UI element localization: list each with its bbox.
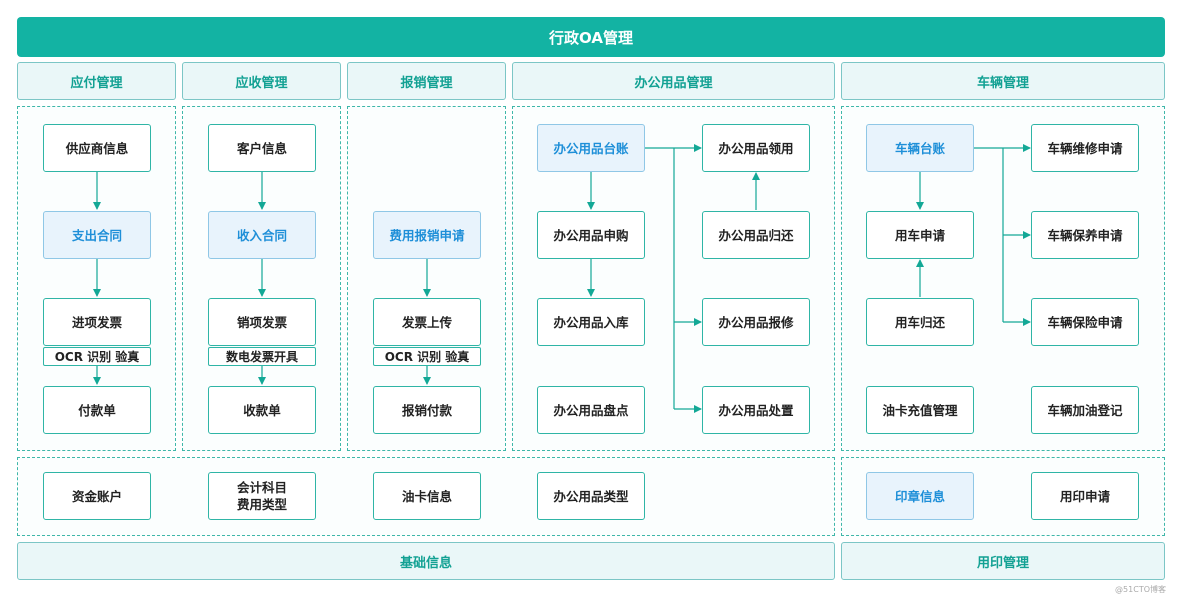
node-office-dispose[interactable]: 办公用品处置 [702,386,810,434]
node-payment-slip[interactable]: 付款单 [43,386,151,434]
node-vehicle-repair[interactable]: 车辆维修申请 [1031,124,1139,172]
node-office-ledger[interactable]: 办公用品台账 [537,124,645,172]
node-seal-apply[interactable]: 用印申请 [1031,472,1139,520]
node-fuel-card-recharge[interactable]: 油卡充值管理 [866,386,974,434]
footer-seal-management[interactable]: 用印管理 [841,542,1165,580]
node-vehicle-ledger[interactable]: 车辆台账 [866,124,974,172]
node-seal-info[interactable]: 印章信息 [866,472,974,520]
node-vehicle-refuel[interactable]: 车辆加油登记 [1031,386,1139,434]
node-vehicle-use-return[interactable]: 用车归还 [866,298,974,346]
page-title: 行政OA管理 [17,17,1165,57]
section-header-office[interactable]: 办公用品管理 [512,62,835,100]
node-expense-contract[interactable]: 支出合同 [43,211,151,259]
node-vehicle-use-apply[interactable]: 用车申请 [866,211,974,259]
section-header-reimburse[interactable]: 报销管理 [347,62,506,100]
node-customer-info[interactable]: 客户信息 [208,124,316,172]
node-vehicle-insurance[interactable]: 车辆保险申请 [1031,298,1139,346]
node-reimburse-apply[interactable]: 费用报销申请 [373,211,481,259]
node-office-stockin[interactable]: 办公用品入库 [537,298,645,346]
node-input-invoice[interactable]: 进项发票 [43,298,151,346]
node-fuel-card-info[interactable]: 油卡信息 [373,472,481,520]
section-header-receivable[interactable]: 应收管理 [182,62,341,100]
footer-basic-info[interactable]: 基础信息 [17,542,835,580]
node-output-invoice[interactable]: 销项发票 [208,298,316,346]
node-income-contract[interactable]: 收入合同 [208,211,316,259]
node-account-subject-line1: 会计科目 [236,480,287,495]
node-invoice-upload[interactable]: 发票上传 [373,298,481,346]
node-office-purchase[interactable]: 办公用品申购 [537,211,645,259]
node-office-return[interactable]: 办公用品归还 [702,211,810,259]
node-reimburse-payment[interactable]: 报销付款 [373,386,481,434]
node-office-repair[interactable]: 办公用品报修 [702,298,810,346]
node-office-type[interactable]: 办公用品类型 [537,472,645,520]
tag-einvoice-issue[interactable]: 数电发票开具 [208,347,316,366]
watermark: @51CTO博客 [1115,585,1166,594]
section-header-payable[interactable]: 应付管理 [17,62,176,100]
tag-ocr-verify-reimburse[interactable]: OCR 识别 验真 [373,347,481,366]
node-supplier-info[interactable]: 供应商信息 [43,124,151,172]
node-account-subject[interactable]: 会计科目 费用类型 [208,472,316,520]
node-office-inventory[interactable]: 办公用品盘点 [537,386,645,434]
node-account-subject-line2: 费用类型 [236,497,287,512]
node-fund-account[interactable]: 资金账户 [43,472,151,520]
tag-ocr-verify-payable[interactable]: OCR 识别 验真 [43,347,151,366]
section-header-vehicle[interactable]: 车辆管理 [841,62,1165,100]
node-vehicle-maintain[interactable]: 车辆保养申请 [1031,211,1139,259]
node-office-receive[interactable]: 办公用品领用 [702,124,810,172]
node-receipt-slip[interactable]: 收款单 [208,386,316,434]
